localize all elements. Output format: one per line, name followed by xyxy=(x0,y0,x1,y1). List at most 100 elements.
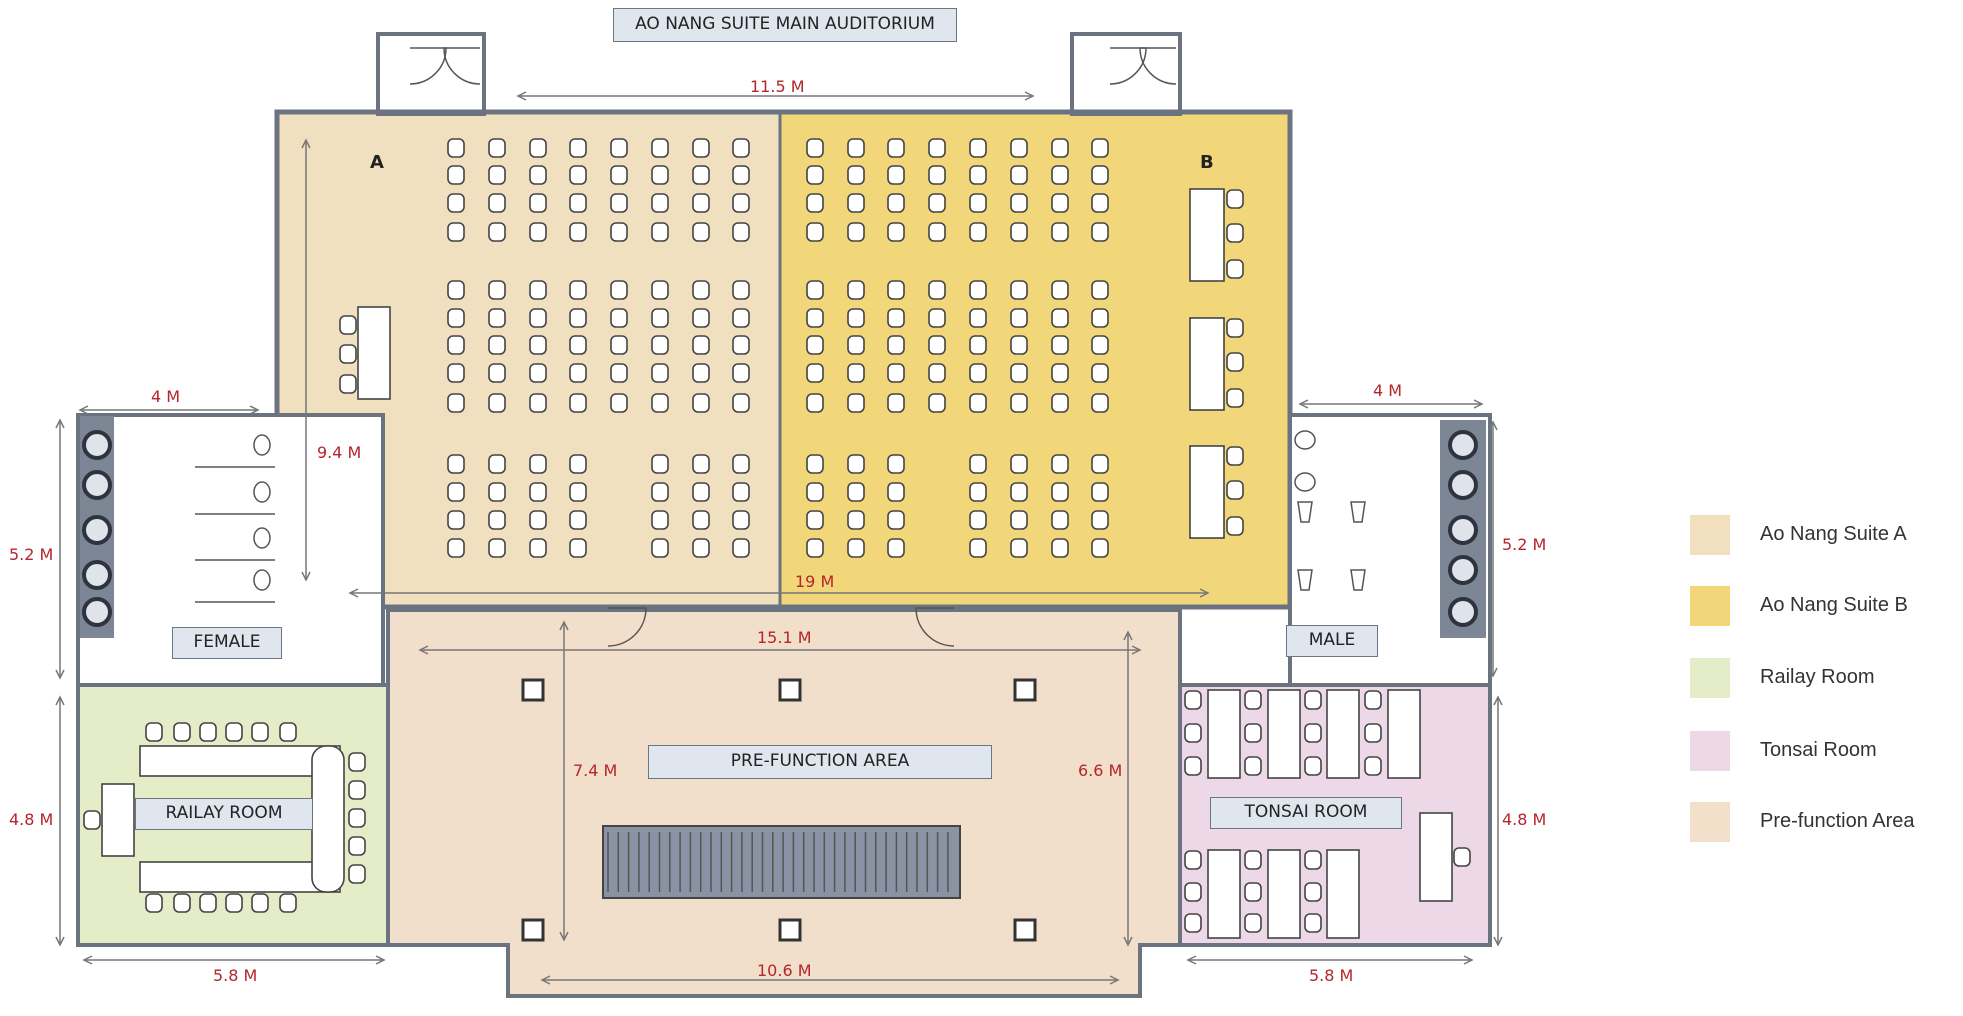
legend-swatch xyxy=(1690,802,1730,842)
chair xyxy=(569,165,587,185)
chair xyxy=(692,335,710,355)
conference-table xyxy=(311,745,345,893)
chair xyxy=(1051,393,1069,413)
chair xyxy=(1010,335,1028,355)
chair xyxy=(251,722,269,742)
urinal xyxy=(1297,569,1313,591)
chair xyxy=(732,222,750,242)
pillar xyxy=(778,678,802,702)
chair xyxy=(928,363,946,383)
chair xyxy=(1091,538,1109,558)
chair xyxy=(969,165,987,185)
chair xyxy=(610,165,628,185)
auditorium-entrance-right xyxy=(1070,32,1182,116)
head-table xyxy=(1189,188,1225,282)
section-b-label: B xyxy=(1200,152,1214,173)
chair xyxy=(847,222,865,242)
dim-line-male-height-arrow xyxy=(1488,420,1498,431)
sink xyxy=(82,560,112,590)
toilet xyxy=(1294,430,1316,450)
chair xyxy=(969,482,987,502)
classroom-table xyxy=(1207,689,1241,779)
dim-prefunction-left: 7.4 M xyxy=(573,761,618,780)
chair xyxy=(887,510,905,530)
chair xyxy=(1184,913,1202,933)
chair xyxy=(447,510,465,530)
classroom-table xyxy=(1326,689,1360,779)
chair xyxy=(651,538,669,558)
chair xyxy=(447,165,465,185)
chair xyxy=(569,138,587,158)
dim-line-female-height-arrow xyxy=(55,669,65,680)
chair xyxy=(692,482,710,502)
chair xyxy=(447,308,465,328)
chair xyxy=(692,222,710,242)
chair xyxy=(529,280,547,300)
dim-line-prefunction-right-arrow xyxy=(1123,936,1133,947)
toilet xyxy=(253,481,271,503)
chair xyxy=(692,393,710,413)
chair xyxy=(1184,882,1202,902)
chair xyxy=(1010,222,1028,242)
chair xyxy=(651,335,669,355)
chair xyxy=(1051,538,1069,558)
chair xyxy=(847,454,865,474)
chair xyxy=(610,280,628,300)
chair xyxy=(1051,510,1069,530)
chair xyxy=(1010,193,1028,213)
chair xyxy=(348,752,366,772)
dim-line-prefunction-left-arrow xyxy=(559,620,569,631)
chair xyxy=(1244,723,1262,743)
chair xyxy=(569,393,587,413)
chair xyxy=(651,165,669,185)
classroom-table xyxy=(1326,849,1360,939)
urinal xyxy=(1350,569,1366,591)
sink xyxy=(1448,597,1478,627)
legend-item-suite-b: Ao Nang Suite B xyxy=(1690,586,1950,626)
dim-line-railay-width-arrow xyxy=(375,955,386,965)
chair xyxy=(1091,454,1109,474)
classroom-table xyxy=(1387,689,1421,779)
chair xyxy=(569,193,587,213)
chair xyxy=(1226,480,1244,500)
dim-line-prefunction-bottom-arrow xyxy=(540,975,551,985)
chair xyxy=(488,280,506,300)
dim-line-tonsai-height-arrow xyxy=(1493,695,1503,706)
chair xyxy=(732,138,750,158)
toilet xyxy=(1294,472,1316,492)
door-arc xyxy=(1109,47,1147,85)
chair xyxy=(1244,882,1262,902)
chair xyxy=(569,538,587,558)
chair xyxy=(1304,690,1322,710)
chair xyxy=(1051,193,1069,213)
chair xyxy=(969,193,987,213)
chair xyxy=(1364,756,1382,776)
chair xyxy=(1091,363,1109,383)
chair xyxy=(1226,516,1244,536)
chair xyxy=(173,893,191,913)
dim-line-prefunction-top-arrow xyxy=(418,645,429,655)
chair xyxy=(488,393,506,413)
chair xyxy=(1010,363,1028,383)
chair xyxy=(928,308,946,328)
escalator xyxy=(602,825,961,899)
chair xyxy=(569,363,587,383)
dim-line-aud-top-arrow xyxy=(516,91,527,101)
chair xyxy=(529,193,547,213)
legend-label: Ao Nang Suite B xyxy=(1760,594,1908,616)
chair xyxy=(732,193,750,213)
sink xyxy=(82,597,112,627)
chair xyxy=(348,808,366,828)
chair xyxy=(969,454,987,474)
chair xyxy=(806,363,824,383)
sink xyxy=(1448,515,1478,545)
legend-swatch xyxy=(1690,658,1730,698)
chair xyxy=(610,193,628,213)
head-table xyxy=(1189,445,1225,539)
chair xyxy=(339,374,357,394)
chair xyxy=(1304,913,1322,933)
chair xyxy=(488,222,506,242)
chair xyxy=(969,138,987,158)
conference-table xyxy=(139,745,341,777)
